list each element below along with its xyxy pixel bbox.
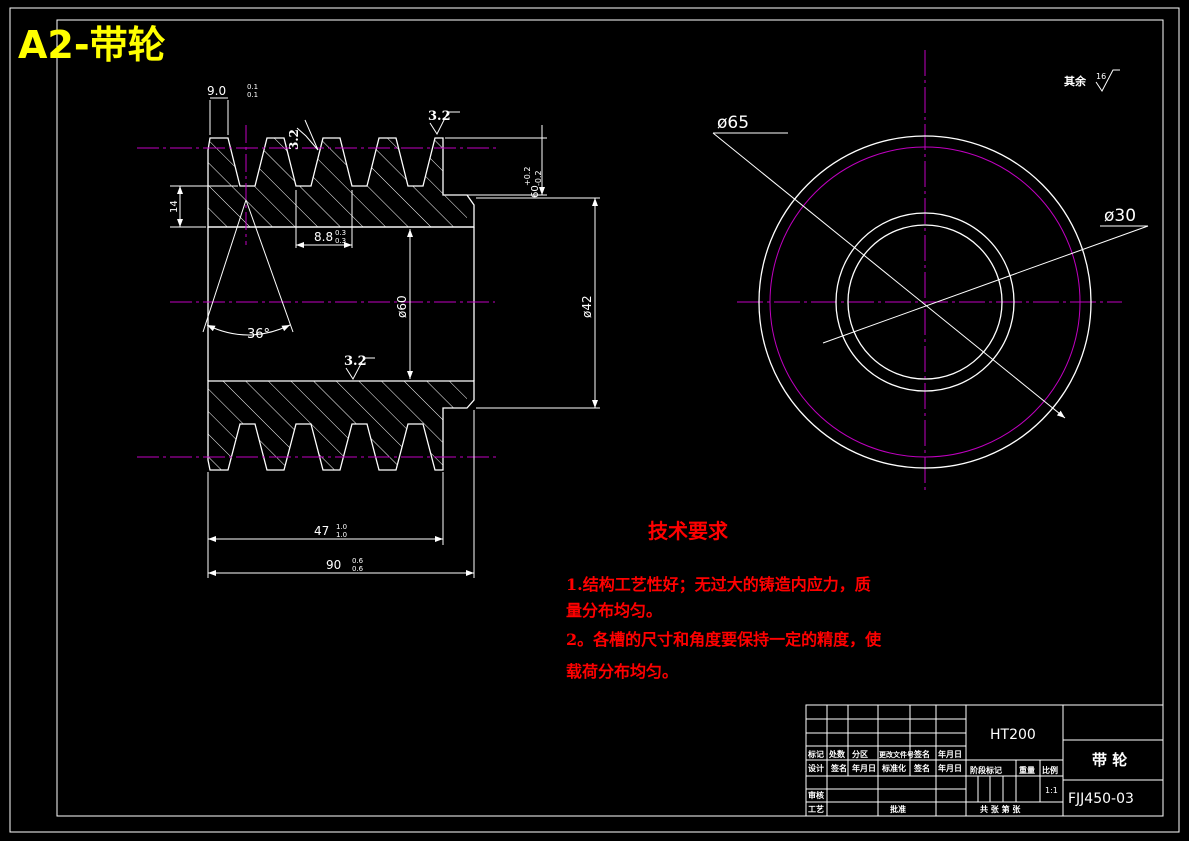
title-block xyxy=(805,704,1164,817)
tb-material: HT200 xyxy=(990,727,1036,743)
bore-circle xyxy=(847,224,1003,380)
svg-text:审核: 审核 xyxy=(808,790,824,800)
tb-drawing-no: FJJ450-03 xyxy=(1068,791,1134,807)
dim-span-base: 47 xyxy=(314,524,329,538)
svg-text:共 张 第 张: 共 张 第 张 xyxy=(980,804,1021,814)
dim-pitch-up: 0.3 xyxy=(335,229,346,237)
angle-line-right xyxy=(245,199,294,333)
svg-text:3.2: 3.2 xyxy=(287,129,301,150)
dim-hub-low: -0.2 xyxy=(534,170,543,186)
svg-text:年月日: 年月日 xyxy=(852,763,876,773)
dim-groove-width-up: 0.1 xyxy=(247,83,258,91)
pitch-circle xyxy=(769,146,1081,458)
svg-text:签名: 签名 xyxy=(830,763,847,773)
svg-text:3.2: 3.2 xyxy=(428,109,451,124)
lower-section-outline xyxy=(207,380,475,471)
dim-pitch-low: 0.3 xyxy=(335,237,346,245)
lower-section-fill xyxy=(208,381,467,470)
svg-text:分区: 分区 xyxy=(852,749,868,759)
notes-line-1: 1.结构工艺性好；无过大的铸造内应力，质 xyxy=(566,575,871,594)
notes-line-4: 载荷分布均匀。 xyxy=(566,662,678,681)
roughness-top-right: 3.2 xyxy=(428,109,460,136)
upper-section-fill xyxy=(208,138,467,227)
angle-label: 36° xyxy=(247,327,270,342)
dim-total-low: 0.6 xyxy=(352,565,364,573)
outer-frame xyxy=(9,7,1180,833)
svg-text:其余: 其余 xyxy=(1064,74,1087,88)
leader-outer-dia xyxy=(712,132,1066,419)
svg-text:工艺: 工艺 xyxy=(808,804,824,814)
dim-bore-label: ø60 xyxy=(395,295,409,318)
notes-heading: 技术要求 xyxy=(648,519,729,543)
dim-hub-up: +0.2 xyxy=(523,167,532,186)
end-view: ø65 ø30 其余 16 xyxy=(712,50,1149,490)
angle-arc xyxy=(206,324,291,336)
svg-text:重量: 重量 xyxy=(1019,765,1035,775)
dim-total-up: 0.6 xyxy=(352,557,364,565)
leader-inner-dia xyxy=(822,225,1149,344)
roughness-bore: 3.2 xyxy=(344,354,375,380)
drawing-title: A2-带轮 xyxy=(18,23,166,67)
roughness-groove: 3.2 xyxy=(287,119,319,151)
hub-circle xyxy=(835,212,1015,392)
svg-text:16: 16 xyxy=(1096,72,1106,81)
inner-dia-label: ø30 xyxy=(1104,206,1136,226)
dim-depth-label: 14 xyxy=(169,200,180,213)
svg-text:批准: 批准 xyxy=(890,804,906,814)
svg-text:签名: 签名 xyxy=(913,749,930,759)
dim-hub-base: 60 xyxy=(530,185,541,198)
dim-total-base: 90 xyxy=(326,558,341,572)
technical-notes: 技术要求 1.结构工艺性好；无过大的铸造内应力，质 量分布均匀。 2。各槽的尺寸… xyxy=(566,519,882,681)
dim-span-low: 1.0 xyxy=(336,531,347,539)
dim-hubinner-label: ø42 xyxy=(580,295,594,318)
notes-line-2: 量分布均匀。 xyxy=(566,601,662,620)
svg-text:签名: 签名 xyxy=(913,763,930,773)
svg-text:1:1: 1:1 xyxy=(1045,786,1058,795)
outer-dia-label: ø65 xyxy=(717,113,749,133)
section-view: 36° 9.0 0.1 0.1 8.8 0.3 0.3 14 60 +0.2 -… xyxy=(137,83,600,578)
upper-section-outline xyxy=(207,137,475,228)
angle-line-left xyxy=(202,199,247,333)
dim-groove-width-low: 0.1 xyxy=(247,91,258,99)
dim-pitch-base: 8.8 xyxy=(314,230,333,244)
title-block-text: HT200 带 轮 FJJ450-03 标记 处数 分区 更改文件号 签名 年月… xyxy=(807,727,1134,814)
svg-text:年月日: 年月日 xyxy=(938,763,962,773)
inner-frame xyxy=(56,19,1164,817)
notes-line-3: 2。各槽的尺寸和角度要保持一定的精度，使 xyxy=(566,630,882,649)
svg-text:阶段标记: 阶段标记 xyxy=(970,765,1002,775)
svg-text:比例: 比例 xyxy=(1042,765,1058,775)
svg-text:3.2: 3.2 xyxy=(344,354,367,369)
tb-part-name: 带 轮 xyxy=(1092,751,1127,769)
svg-text:更改文件号: 更改文件号 xyxy=(879,750,914,759)
svg-text:设计: 设计 xyxy=(808,763,824,773)
outer-circle xyxy=(758,135,1092,469)
svg-text:标记: 标记 xyxy=(807,749,824,759)
svg-text:年月日: 年月日 xyxy=(938,749,962,759)
dim-groove-width-base: 9.0 xyxy=(207,84,226,98)
svg-text:标准化: 标准化 xyxy=(881,763,906,773)
roughness-others: 其余 16 xyxy=(1064,69,1120,92)
dim-span-up: 1.0 xyxy=(336,523,347,531)
svg-text:处数: 处数 xyxy=(828,749,846,759)
